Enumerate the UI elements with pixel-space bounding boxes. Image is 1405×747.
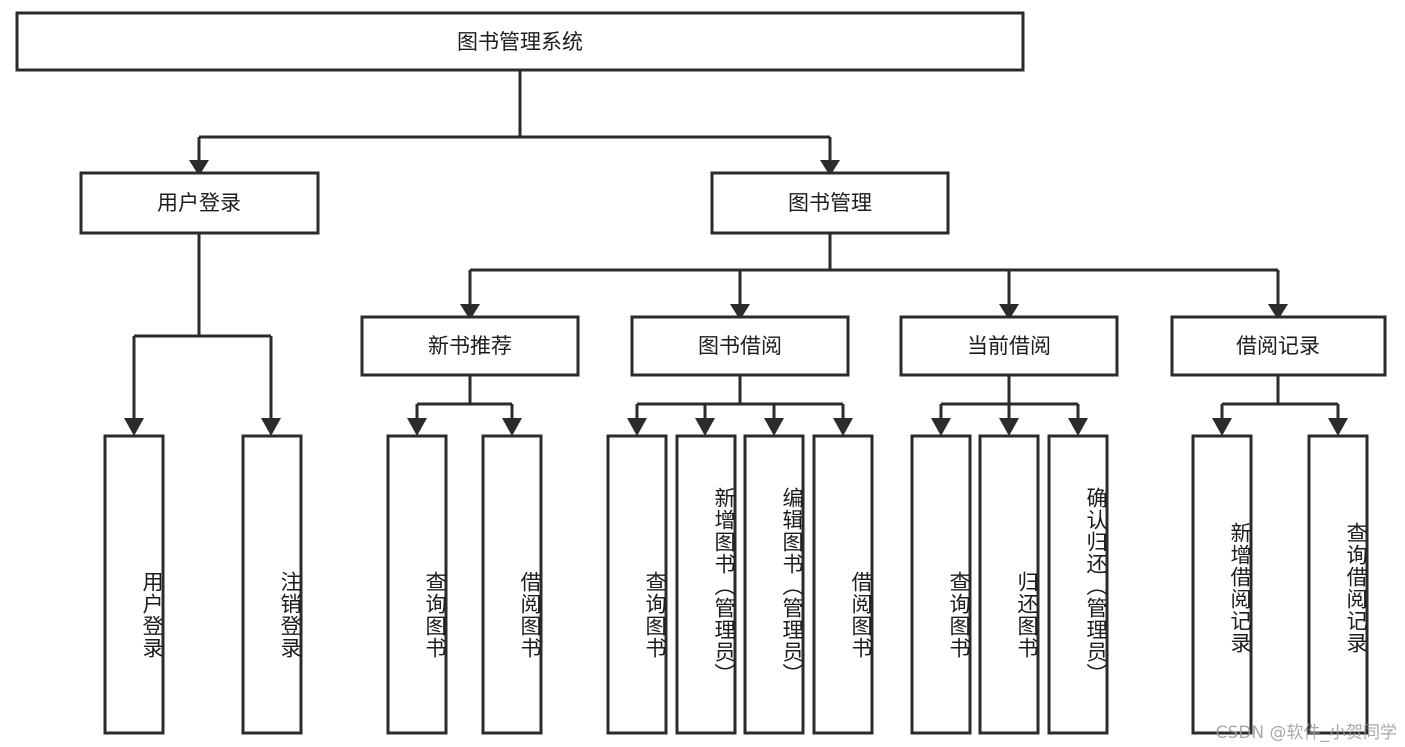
arrowhead-book-borrow-leaf-4	[833, 418, 853, 436]
arrowhead-current-borrow-leaf-2	[999, 418, 1019, 436]
arrowhead-new-book-leaf-1	[407, 418, 427, 436]
node-box-borrow-record[interactable]	[1170, 315, 1387, 377]
arrowhead-book-borrow-leaf-2	[695, 418, 715, 436]
arrowhead-new-book	[460, 304, 480, 320]
node-box-new-book-recommend[interactable]	[360, 315, 580, 377]
node-box-user-login[interactable]	[79, 171, 320, 235]
arrowhead-book-borrow-leaf-1	[627, 418, 647, 436]
arrowhead-borrow-record-leaf-1	[1212, 418, 1232, 436]
leaf-box-borrow-record-1[interactable]	[1191, 434, 1253, 735]
leaf-box-current-borrow-2[interactable]	[978, 434, 1040, 735]
arrowhead-borrow-record	[1268, 304, 1288, 320]
node-box-book-borrow[interactable]	[630, 315, 850, 377]
arrowhead-current-borrow-leaf-1	[931, 418, 951, 436]
node-box-root[interactable]	[15, 11, 1025, 72]
arrowhead-current-borrow	[999, 304, 1019, 320]
arrowhead-book-borrow-leaf-3	[764, 418, 784, 436]
node-label-user-login: 用户登录	[157, 191, 241, 215]
node-label-root: 图书管理系统	[457, 30, 583, 54]
arrowhead-borrow-record-leaf-2	[1328, 418, 1348, 436]
leaf-box-user-login-1[interactable]	[103, 434, 165, 735]
leaf-box-book-borrow-2[interactable]	[675, 434, 737, 735]
leaf-box-user-login-2[interactable]	[241, 434, 303, 735]
watermark-text: CSDN @软件_小贺同学	[1215, 723, 1397, 743]
arrowhead-book-manage	[820, 160, 840, 176]
node-label-book-manage: 图书管理	[788, 191, 872, 215]
leaf-box-borrow-record-2[interactable]	[1307, 434, 1369, 735]
leaf-box-new-book-1[interactable]	[386, 434, 448, 735]
leaf-box-book-borrow-1[interactable]	[606, 434, 668, 735]
arrowhead-current-borrow-leaf-3	[1068, 418, 1088, 436]
arrowhead-book-borrow	[730, 304, 750, 320]
arrowhead-user-login	[189, 160, 209, 176]
leaf-box-current-borrow-3[interactable]	[1047, 434, 1109, 735]
leaf-box-new-book-2[interactable]	[481, 434, 543, 735]
arrowhead-new-book-leaf-2	[502, 418, 522, 436]
node-label-current-borrow: 当前借阅	[967, 334, 1051, 358]
leaf-box-current-borrow-1[interactable]	[910, 434, 972, 735]
arrowhead-layer	[124, 160, 1348, 436]
node-label-book-borrow: 图书借阅	[698, 334, 782, 358]
node-box-current-borrow[interactable]	[899, 315, 1119, 377]
node-box-book-manage[interactable]	[710, 171, 950, 235]
arrowhead-user-login-leaf-2	[261, 418, 281, 436]
leaf-box-book-borrow-4[interactable]	[812, 434, 874, 735]
arrowhead-user-login-leaf-1	[124, 418, 144, 436]
node-label-new-book-recommend: 新书推荐	[428, 334, 512, 358]
connector-layer	[132, 70, 1340, 420]
leaf-box-book-borrow-3[interactable]	[743, 434, 805, 735]
node-label-borrow-record: 借阅记录	[1236, 334, 1320, 358]
node-box-layer: 图书管理系统 用户登录 图书管理 新书推荐 图书借阅 当前借阅 借阅记录	[15, 11, 1387, 735]
